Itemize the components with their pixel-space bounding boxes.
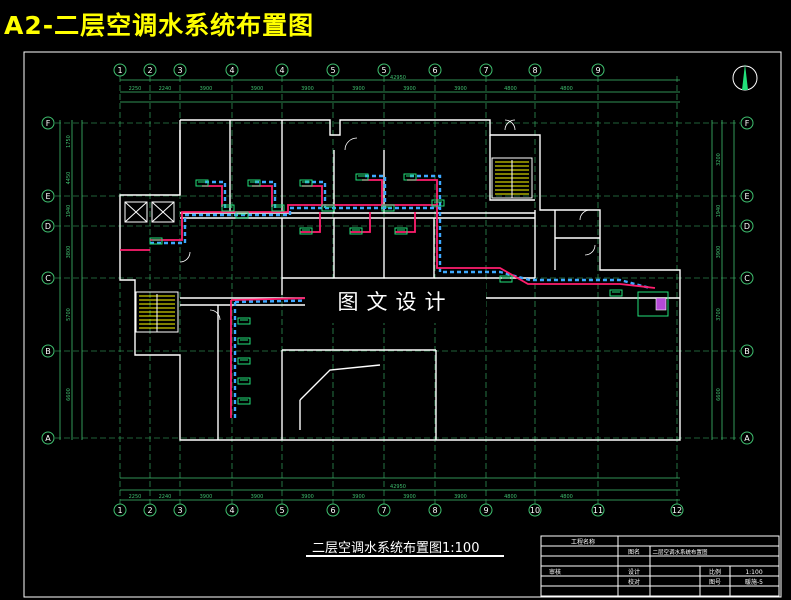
watermark-label: 图文设计 (305, 279, 486, 323)
drawing-caption: 二层空调水系统布置图1:100 (312, 541, 480, 556)
title-block-frame (540, 535, 780, 597)
horizontal-grid-lines (55, 122, 740, 439)
caption-underline (306, 555, 504, 557)
bottom-dimension-lines (120, 477, 680, 501)
door-swings (179, 119, 596, 321)
drawing-title: A2-二层空调水系统布置图 (4, 11, 315, 40)
stair-north (491, 157, 533, 199)
stair-west (135, 291, 179, 333)
right-dimension-lines (711, 120, 735, 440)
fan-coil-units (149, 173, 623, 405)
air-handling-unit (637, 291, 669, 317)
north-arrow-icon (732, 64, 758, 91)
elevator-shafts (124, 201, 175, 223)
outer-frame (23, 51, 782, 598)
left-dimension-lines (59, 120, 83, 440)
top-dimension-lines (120, 79, 680, 103)
